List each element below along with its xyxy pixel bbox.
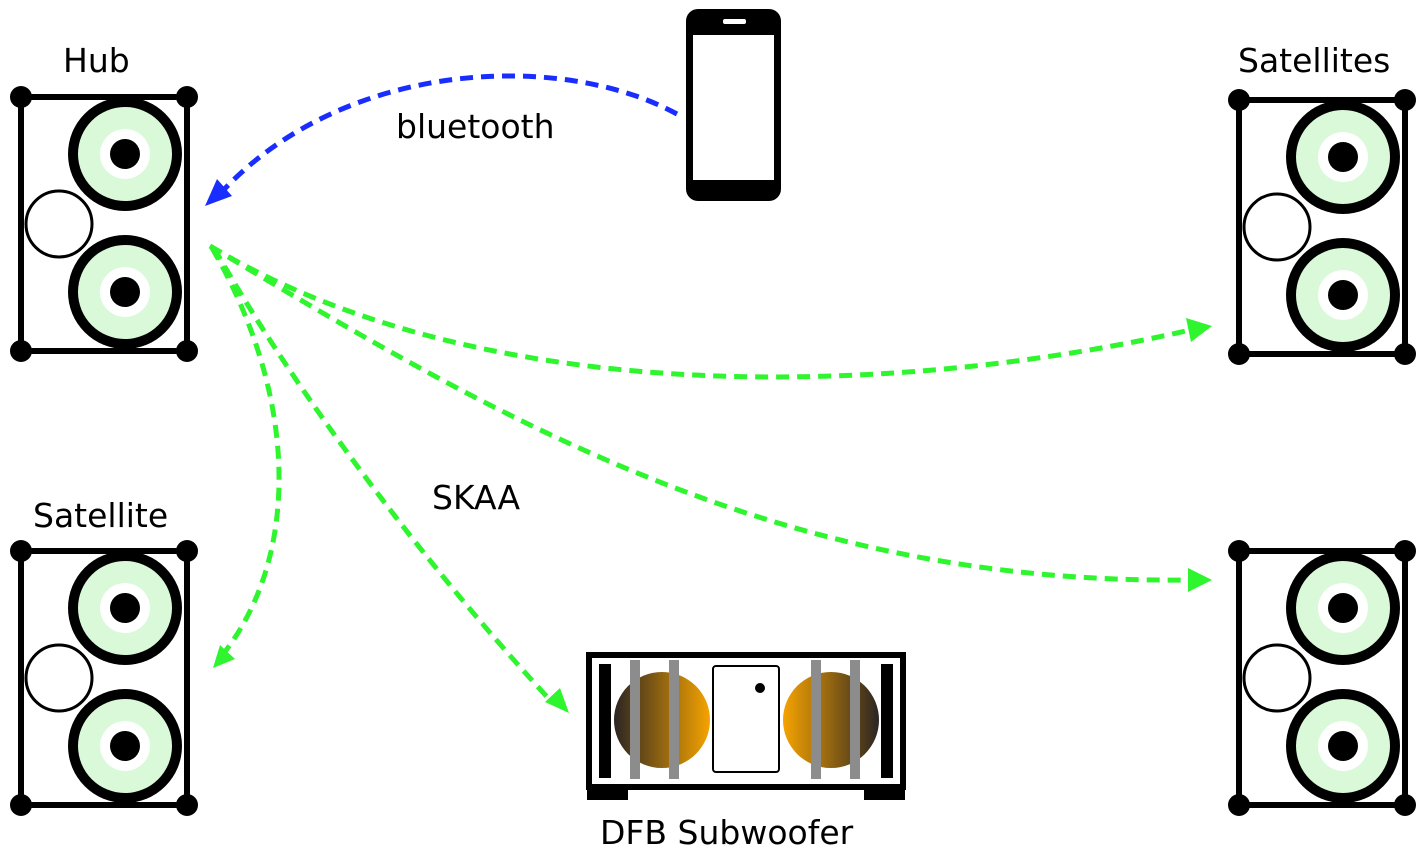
bluetooth-label: bluetooth — [396, 107, 555, 146]
subwoofer-icon — [586, 652, 906, 800]
smartphone-icon — [686, 9, 781, 201]
satellite-speaker-top-right-icon — [1228, 89, 1416, 365]
bluetooth-link — [205, 73, 679, 206]
skaa-link-to-subwoofer — [211, 246, 552, 702]
subwoofer-label: DFB Subwoofer — [600, 813, 854, 852]
skaa-link-to-satellite-bottom-right — [208, 243, 1191, 583]
skaa-links — [208, 243, 1191, 702]
satellite-speaker-bottom-right-icon — [1228, 540, 1416, 816]
skaa-link-to-satellite-left — [209, 246, 282, 660]
skaa-link-to-satellite-top-right — [208, 243, 1191, 380]
satellites-label: Satellites — [1238, 41, 1391, 80]
satellite-speaker-left-icon — [10, 540, 198, 816]
hub-speaker-icon — [10, 86, 198, 362]
satellite-label: Satellite — [33, 496, 169, 535]
hub-label: Hub — [63, 41, 130, 80]
skaa-arrowheads — [213, 318, 1212, 713]
skaa-label: SKAA — [432, 478, 521, 517]
